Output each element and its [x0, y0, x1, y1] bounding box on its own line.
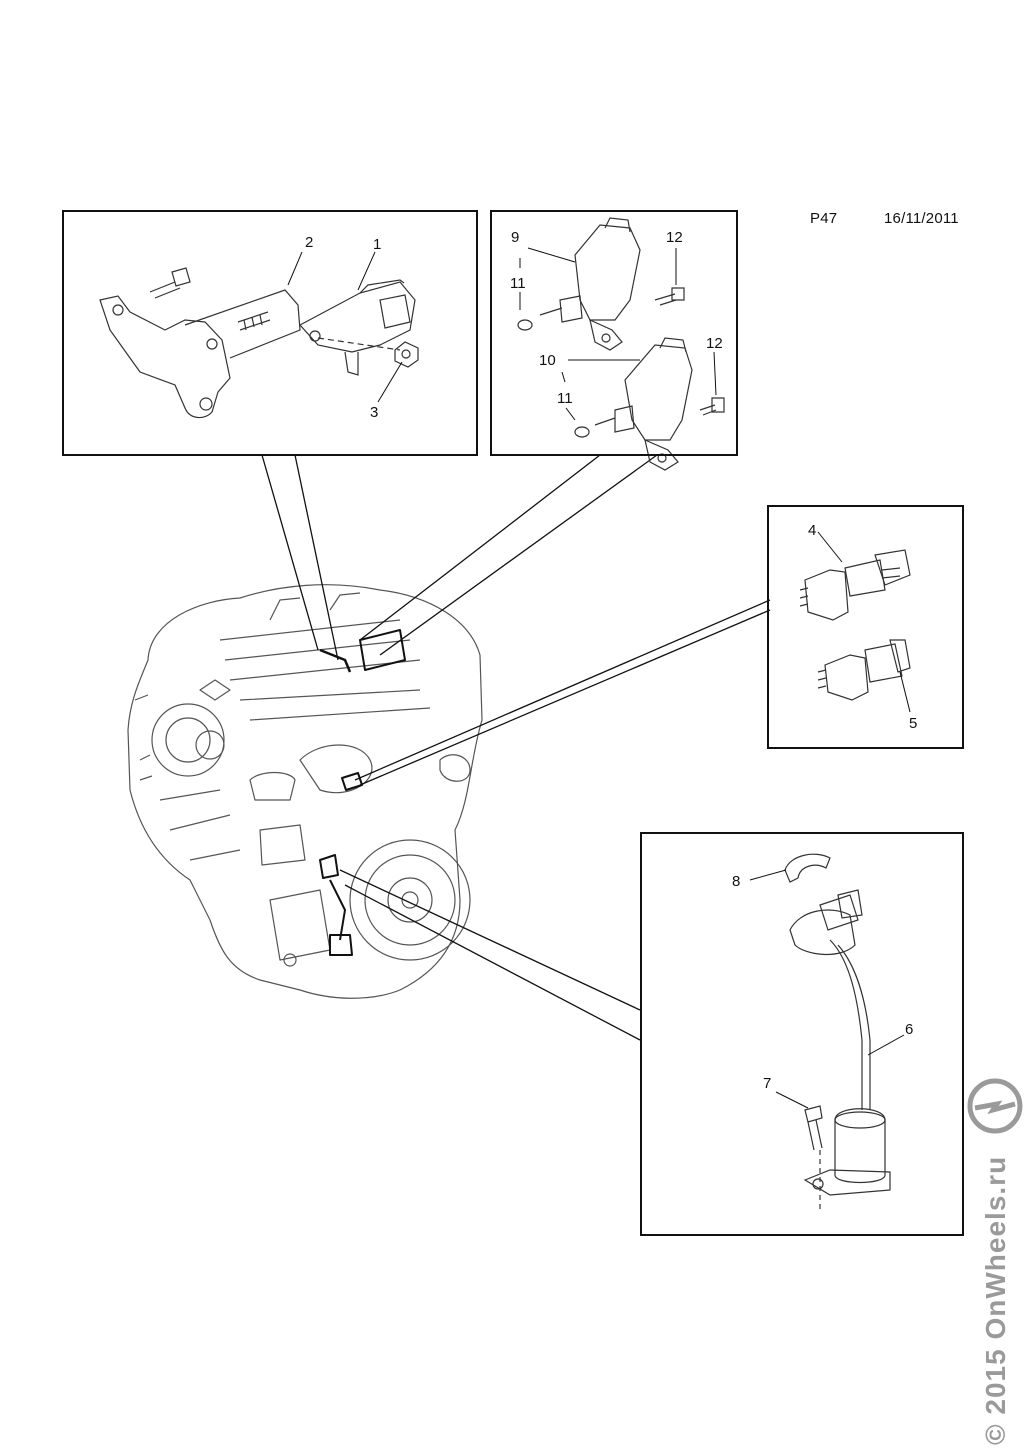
callout-leaders — [287, 247, 911, 1109]
detail-box-a — [62, 210, 478, 456]
callout-2: 2 — [305, 234, 314, 251]
callout-12-lower: 12 — [706, 335, 723, 352]
box-d-parts — [784, 853, 891, 1210]
callout-12-upper: 12 — [666, 229, 683, 246]
callout-1: 1 — [373, 236, 382, 253]
callout-10: 10 — [539, 352, 556, 369]
callout-4: 4 — [808, 522, 817, 539]
callout-7: 7 — [763, 1075, 772, 1092]
box-c-parts — [799, 549, 911, 701]
callout-6: 6 — [905, 1021, 914, 1038]
opel-logo-icon — [967, 1078, 1023, 1134]
diagram-date: 16/11/2011 — [884, 210, 959, 227]
callout-3: 3 — [370, 404, 379, 421]
detail-box-c — [767, 505, 964, 749]
engine-block-illustration — [127, 584, 483, 999]
detail-box-d — [640, 832, 964, 1236]
leader-lines — [261, 454, 771, 1041]
callout-9: 9 — [511, 229, 520, 246]
box-a-parts — [99, 267, 419, 419]
callout-5: 5 — [909, 715, 918, 732]
callout-11-upper: 11 — [510, 275, 526, 292]
detail-box-b — [490, 210, 738, 456]
callout-8: 8 — [732, 873, 741, 890]
watermark-text: © 2015 OnWheels.ru — [980, 1155, 1011, 1445]
callout-11-lower: 11 — [557, 390, 573, 407]
diagram-code: P47 — [810, 210, 838, 227]
